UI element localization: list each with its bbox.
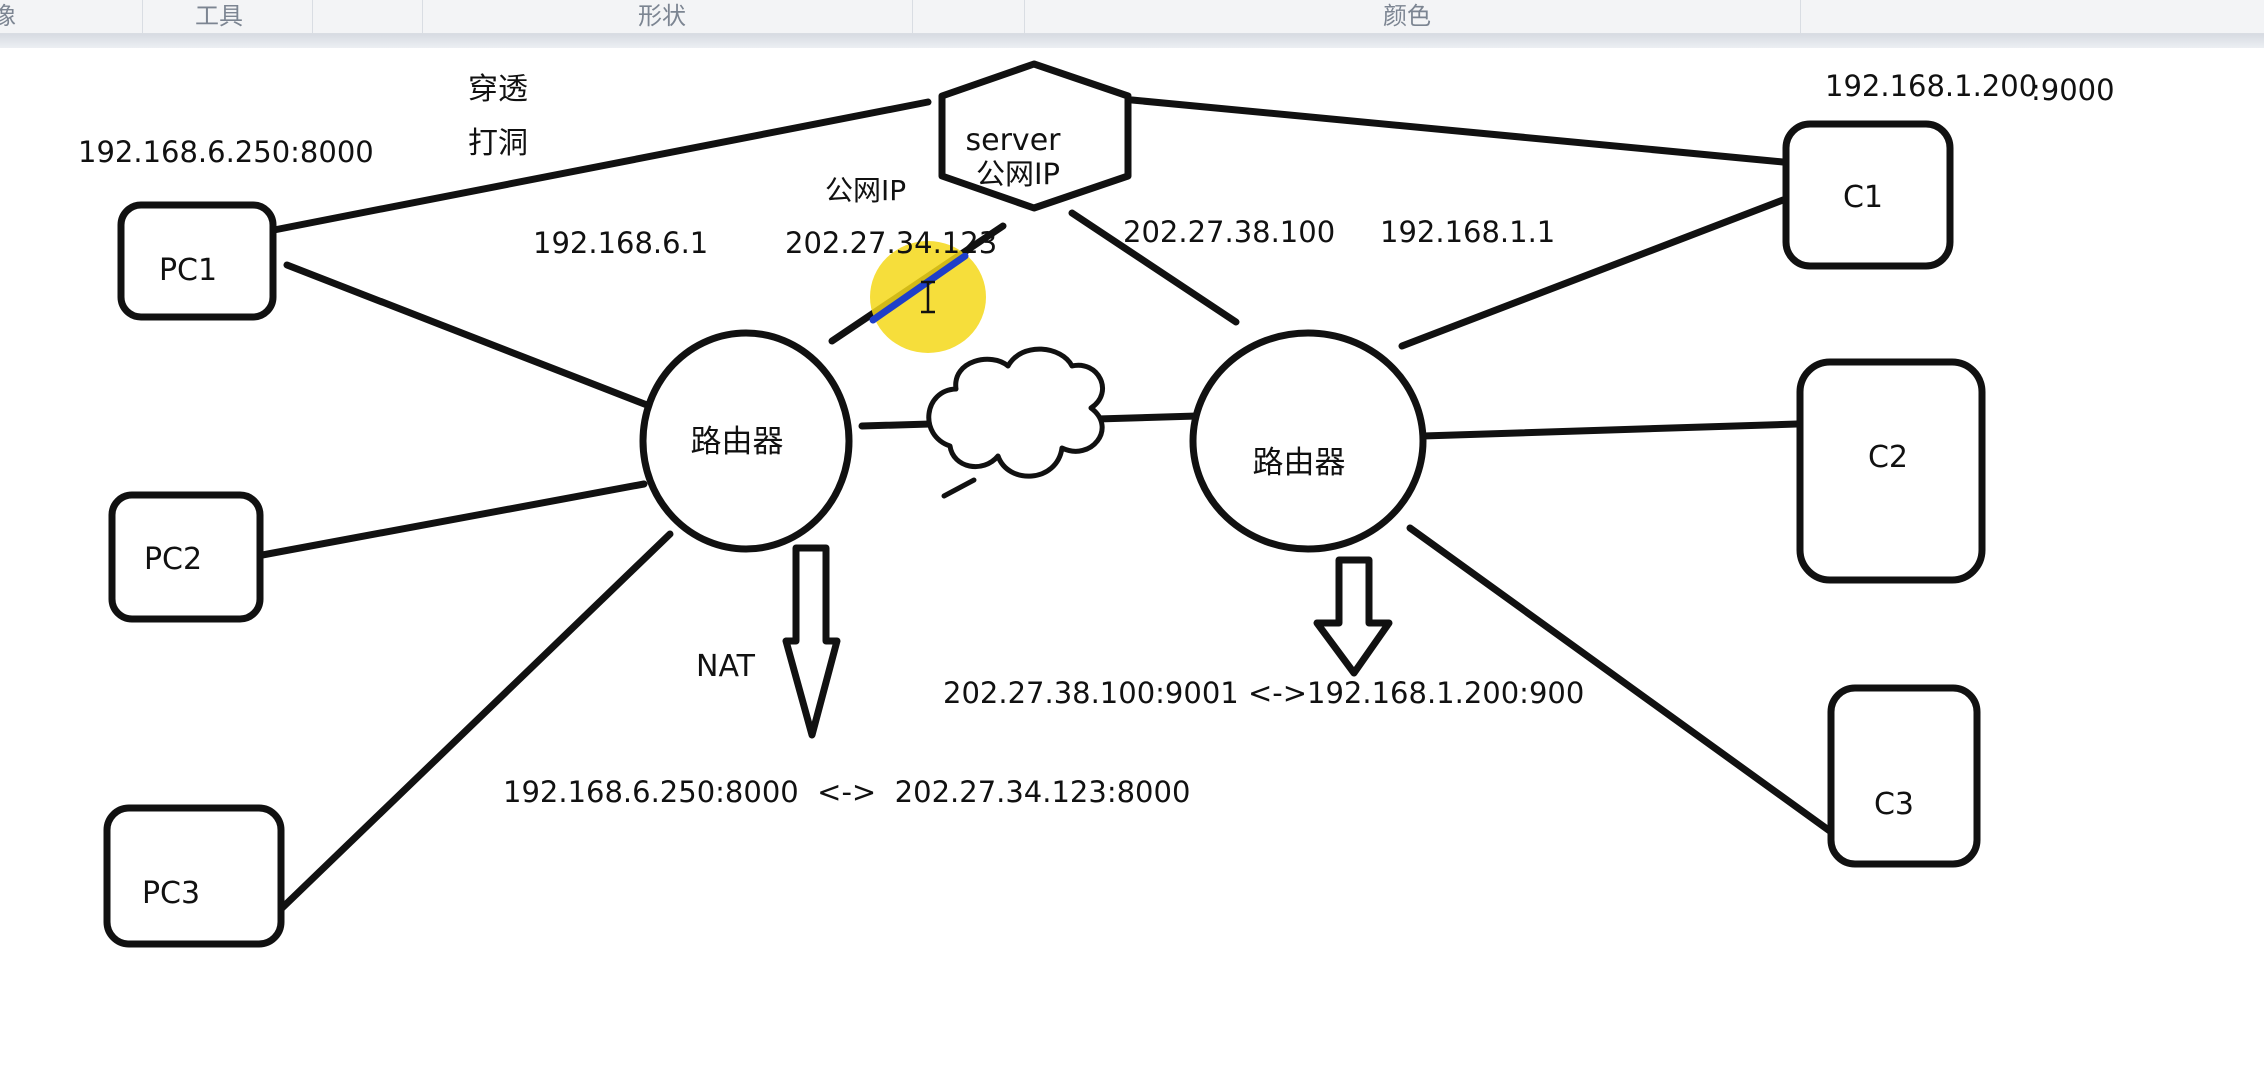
- pc3-to-left-router-line: [276, 530, 674, 914]
- left-router-node[interactable]: 路由器: [639, 329, 853, 553]
- left-nat-mapping-label: 192.168.6.250:8000 <-> 202.27.34.123:800…: [503, 775, 1190, 809]
- left-nat-arrow-icon: [782, 544, 841, 739]
- right-gateway-label: 192.168.1.1: [1380, 215, 1555, 249]
- server-to-right-router-line: [1068, 209, 1240, 326]
- pc3-label: PC3: [142, 876, 200, 911]
- right-router-to-c1-line: [1398, 196, 1787, 350]
- pc1-node[interactable]: PC1: [117, 201, 277, 321]
- c3-label: C3: [1874, 787, 1914, 822]
- cloud-outline: [926, 346, 1105, 479]
- pc3-box: [103, 804, 285, 948]
- ribbon-separator: [1800, 0, 1801, 34]
- server-hexagon: [938, 60, 1132, 212]
- c1-socket-port-label: :9000: [2031, 73, 2115, 107]
- text-cursor-icon: [921, 280, 935, 314]
- pc2-box: [108, 491, 264, 623]
- server-public-ip-label: 公网IP: [976, 157, 1060, 191]
- pc1-to-server-line: [270, 98, 932, 234]
- c3-node[interactable]: C3: [1827, 684, 1981, 868]
- server-to-c1-line: [1128, 96, 1787, 166]
- right-nat-arrow-icon: [1313, 556, 1393, 677]
- c1-box: [1782, 120, 1954, 270]
- right-router-to-c2-line: [1419, 420, 1801, 440]
- c2-box: [1796, 358, 1986, 584]
- c1-socket-ip-label: 192.168.1.200: [1825, 69, 2037, 103]
- ribbon-tools-label[interactable]: 工具: [195, 2, 243, 30]
- right-public-address-label: 202.27.38.100: [1123, 215, 1335, 249]
- left-router-circle: [639, 329, 853, 553]
- right-nat-mapping-label: 202.27.38.100:9001 <->192.168.1.200:900: [943, 676, 1584, 710]
- pc2-to-left-router-line: [253, 480, 648, 560]
- server-label: server: [966, 123, 1062, 158]
- annotation-labels: 穿透 打洞 192.168.6.250:8000 192.168.1.200 :…: [78, 69, 2115, 809]
- c2-label: C2: [1868, 440, 1908, 475]
- left-gateway-label: 192.168.6.1: [533, 226, 708, 260]
- ribbon-separator: [312, 0, 313, 34]
- pc2-node[interactable]: PC2: [108, 491, 264, 623]
- ribbon-separator: [422, 0, 423, 34]
- c1-node[interactable]: C1: [1782, 120, 1954, 270]
- ribbon-separator: [142, 0, 143, 34]
- nat-label: NAT: [696, 649, 756, 684]
- pc1-label: PC1: [159, 253, 217, 288]
- c3-box: [1827, 684, 1981, 868]
- left-public-address-label: 202.27.34.123: [785, 226, 997, 260]
- c2-node[interactable]: C2: [1796, 358, 1986, 584]
- pc1-to-left-router-line: [283, 261, 651, 409]
- cloud-icon: [926, 346, 1105, 499]
- server-node[interactable]: server 公网IP: [938, 60, 1132, 212]
- pc1-box: [117, 201, 277, 321]
- ribbon-separator: [1024, 0, 1025, 34]
- right-router-node[interactable]: 路由器: [1189, 329, 1427, 553]
- pc2-label: PC2: [144, 542, 202, 577]
- ribbon-bottom-border: [0, 34, 2264, 48]
- highlight-marker: [869, 241, 986, 353]
- right-router-label: 路由器: [1253, 445, 1346, 481]
- ribbon-colors-label[interactable]: 颜色: [1383, 2, 1431, 30]
- ribbon-tab-partial[interactable]: 像: [0, 2, 16, 30]
- right-router-to-c3-line: [1406, 524, 1838, 838]
- hole-punch-label: 打洞: [468, 126, 528, 161]
- cloud-tail: [941, 477, 977, 499]
- penetrate-label: 穿透: [468, 72, 528, 107]
- right-router-circle: [1189, 329, 1427, 553]
- left-router-label: 路由器: [691, 424, 784, 460]
- blue-stroke-mark: [869, 252, 969, 324]
- c1-label: C1: [1843, 180, 1883, 215]
- pc1-socket-label: 192.168.6.250:8000: [78, 135, 374, 169]
- ribbon-shapes-label[interactable]: 形状: [638, 2, 686, 30]
- ribbon-separator: [912, 0, 913, 34]
- left-public-ip-label: 公网IP: [825, 174, 906, 207]
- pc3-node[interactable]: PC3: [103, 804, 285, 948]
- ribbon-header: 像 工具 形状 颜色: [0, 0, 2264, 34]
